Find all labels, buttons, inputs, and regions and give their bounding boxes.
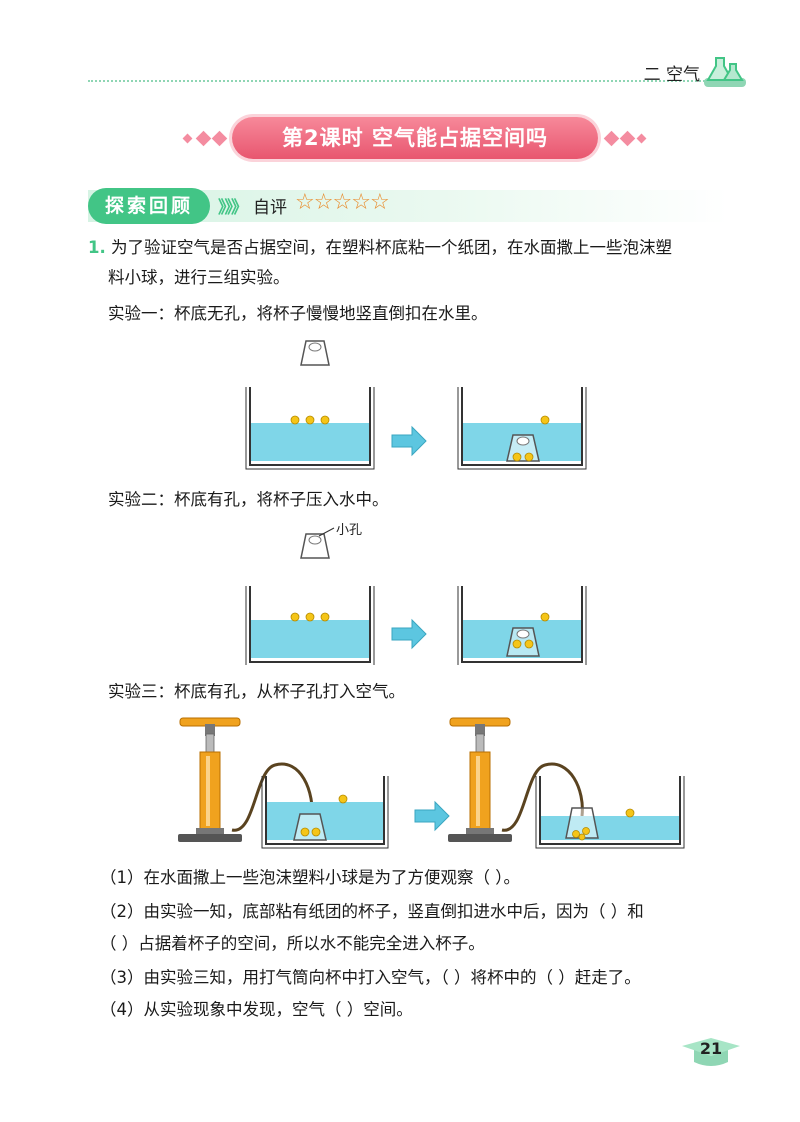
hole-label: 小孔 xyxy=(336,523,362,538)
pump-hose xyxy=(231,762,314,832)
diamond-icon xyxy=(603,130,620,147)
foam-ball-icon xyxy=(578,833,586,841)
question-number: 1. xyxy=(88,238,106,257)
cup-inverted-icon xyxy=(506,627,540,657)
foam-ball-icon xyxy=(300,827,310,837)
experiment-3-label: 实验三：杯底有孔，从杯子孔打入空气。 xyxy=(108,682,405,701)
cup-inverted-icon xyxy=(506,434,540,462)
star-icon[interactable]: ☆ xyxy=(369,190,390,215)
header-divider xyxy=(88,80,720,82)
foam-ball-icon xyxy=(540,415,550,425)
arrow-right-icon xyxy=(391,618,427,650)
cup-upright-icon xyxy=(300,340,330,366)
sub-question-1: （1）在水面撒上一些泡沫塑料小球是为了方便观察（ ）。 xyxy=(100,868,520,887)
question-1-intro-cont: 料小球，进行三组实验。 xyxy=(108,268,290,287)
sub-question-3: （3）由实验三知，用打气筒向杯中打入空气，（ ）将杯中的（ ）赶走了。 xyxy=(100,968,641,987)
experiment-1-figure xyxy=(245,340,587,470)
page-number-badge xyxy=(682,1038,740,1066)
foam-ball-icon xyxy=(305,612,315,622)
air-pump-icon xyxy=(448,717,512,842)
foam-ball-icon xyxy=(524,639,534,649)
diamond-icon xyxy=(619,130,636,147)
foam-ball-icon xyxy=(338,794,348,804)
water-tank-icon xyxy=(245,586,375,665)
lesson-title-banner: 第2课时 空气能占据空间吗 xyxy=(180,115,650,163)
foam-ball-icon xyxy=(290,612,300,622)
foam-ball-icon xyxy=(320,612,330,622)
foam-ball-icon xyxy=(290,415,300,425)
foam-ball-icon xyxy=(512,452,522,462)
foam-ball-icon xyxy=(305,415,315,425)
foam-ball-icon xyxy=(512,639,522,649)
pump-hose xyxy=(501,762,584,832)
experiment-1-label: 实验一：杯底无孔，将杯子慢慢地竖直倒扣在水里。 xyxy=(108,304,488,323)
air-pump-icon xyxy=(178,717,242,842)
arrow-right-icon xyxy=(414,800,450,832)
self-eval-stars[interactable]: ☆☆☆☆☆ xyxy=(295,190,390,215)
water-tank-icon xyxy=(245,387,375,470)
self-eval-label: 自评 xyxy=(253,198,287,218)
star-icon[interactable]: ☆ xyxy=(295,190,315,215)
cup-inverted-icon xyxy=(293,813,327,841)
diamond-icon xyxy=(636,133,647,144)
flask-icon xyxy=(704,57,746,87)
section-tag: 探索回顾 xyxy=(88,188,210,224)
cup-inverted-icon xyxy=(565,807,599,839)
experiment-2-label: 实验二：杯底有孔，将杯子压入水中。 xyxy=(108,490,389,509)
foam-ball-icon xyxy=(524,452,534,462)
arrow-right-icon xyxy=(391,425,427,457)
chapter-label: 二 空气 xyxy=(643,65,700,85)
foam-ball-icon xyxy=(540,612,550,622)
experiment-2-figure: 小孔 xyxy=(245,523,587,665)
diamond-icon xyxy=(195,130,212,147)
foam-ball-icon xyxy=(320,415,330,425)
foam-ball-icon xyxy=(625,808,635,818)
title-pill xyxy=(232,117,598,159)
experiment-3-figure xyxy=(178,717,685,849)
star-icon[interactable]: ☆ xyxy=(351,190,371,215)
diamond-icon xyxy=(211,130,228,147)
foam-ball-icon xyxy=(582,827,590,835)
sub-question-2-cont: （ ）占据着杯子的空间，所以水不能完全进入杯子。 xyxy=(100,934,485,953)
foam-ball-icon xyxy=(311,827,321,837)
diamond-icon xyxy=(182,133,193,144)
question-1-intro: 1. 为了验证空气是否占据空间，在塑料杯底粘一个纸团，在水面撒上一些泡沫塑 xyxy=(88,238,672,257)
sub-question-2: （2）由实验一知，底部粘有纸团的杯子，竖直倒扣进水中后，因为（ ）和 xyxy=(100,902,644,921)
section-arrows: 》》》 xyxy=(218,198,248,218)
water-tank-icon xyxy=(457,586,587,665)
water-tank-icon xyxy=(535,776,685,849)
cup-with-hole-icon xyxy=(300,527,335,559)
sub-question-4: （4）从实验现象中发现，空气（ ）空间。 xyxy=(100,1000,413,1019)
foam-ball-icon xyxy=(572,830,580,838)
page-number: 21 xyxy=(699,1039,723,1058)
star-icon[interactable]: ☆ xyxy=(332,190,353,215)
star-icon[interactable]: ☆ xyxy=(313,190,334,215)
lesson-title: 第2课时 空气能占据空间吗 xyxy=(282,126,548,150)
